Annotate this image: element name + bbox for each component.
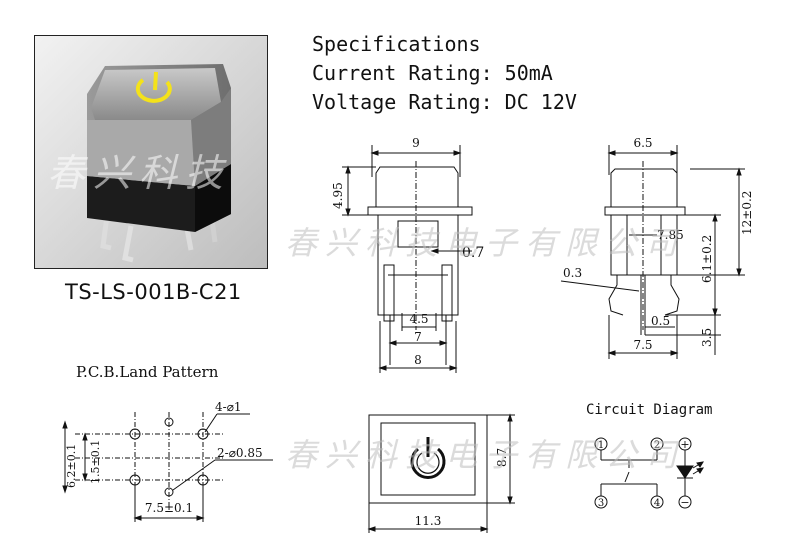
pcb-height-outer: 6.2±0.1 xyxy=(65,444,78,488)
end-base-width: 7.5 xyxy=(633,338,652,352)
circuit-pin-4: 4 xyxy=(654,498,660,509)
product-photo-frame: 春兴科技 xyxy=(34,35,268,269)
side-cap-height: 4.95 xyxy=(331,182,345,209)
part-number-label: TS-LS-001B-C21 xyxy=(65,280,242,304)
circuit-diagram: 1 2 3 4 + − xyxy=(594,437,704,509)
led-icon xyxy=(676,465,694,479)
pcb-hole-small xyxy=(164,417,174,427)
side-body-width: 8 xyxy=(414,353,422,367)
product-photo xyxy=(35,36,267,268)
pcb-hole xyxy=(129,428,141,440)
pcb-title: P.C.B.Land Pattern xyxy=(76,363,219,381)
pcb-land-pattern-drawing: 4-⌀1 2-⌀0.85 6.2±0.1 1.5±0.1 7.5±0.1 xyxy=(62,400,273,522)
side-mid-width: 7 xyxy=(414,330,422,344)
end-top-width: 6.5 xyxy=(633,136,652,150)
end-view-drawing: 6.5 12±0.2 6.1±0.2 3.5 7.85 0.3 0.5 7.5 xyxy=(560,136,754,359)
spec-heading: Specifications xyxy=(312,32,481,56)
watermark-middle: 春兴科技电子有限公司 xyxy=(285,224,686,262)
pcb-hole-small xyxy=(164,487,174,497)
end-lower-height: 6.1±0.2 xyxy=(700,235,714,283)
circuit-led-plus: + xyxy=(680,438,689,451)
end-lead-thickness: 0.3 xyxy=(563,266,582,280)
pcb-hole-small-label: 2-⌀0.85 xyxy=(217,446,263,460)
side-inner-pitch: 4.5 xyxy=(409,312,428,326)
power-symbol-icon xyxy=(135,71,172,103)
pcb-width: 7.5±0.1 xyxy=(145,501,193,515)
top-view-drawing: 8.7 11.3 xyxy=(367,413,515,533)
end-lead-length: 3.5 xyxy=(700,328,714,347)
photo-watermark: 春兴科技 xyxy=(47,151,232,195)
top-height: 8.7 xyxy=(495,448,509,467)
circuit-title: Circuit Diagram xyxy=(586,402,713,418)
pcb-hole xyxy=(129,474,141,486)
watermark-bottom: 春兴科技电子有限公司 xyxy=(285,436,686,474)
pcb-hole-big-label: 4-⌀1 xyxy=(215,400,242,414)
circuit-pin-3: 3 xyxy=(598,498,604,509)
circuit-pin-1: 1 xyxy=(598,440,604,451)
end-upper-height: 7.85 xyxy=(657,228,684,242)
side-top-width: 9 xyxy=(412,136,420,150)
circuit-led-minus: − xyxy=(680,496,689,509)
power-symbol-icon xyxy=(410,437,446,479)
end-lead-width: 0.5 xyxy=(651,314,670,328)
spec-voltage: Voltage Rating: DC 12V xyxy=(312,90,577,114)
side-lead-gap: 0.7 xyxy=(462,245,484,261)
side-view-drawing: 9 4.95 0.7 4.5 7 8 xyxy=(331,136,484,373)
end-total-height: 12±0.2 xyxy=(740,191,754,235)
pcb-hole xyxy=(197,428,209,440)
spec-current: Current Rating: 50mA xyxy=(312,61,553,85)
circuit-pin-2: 2 xyxy=(654,440,660,451)
pcb-hole xyxy=(197,474,209,486)
top-width: 11.3 xyxy=(415,514,442,528)
pcb-height-inner: 1.5±0.1 xyxy=(89,440,102,484)
